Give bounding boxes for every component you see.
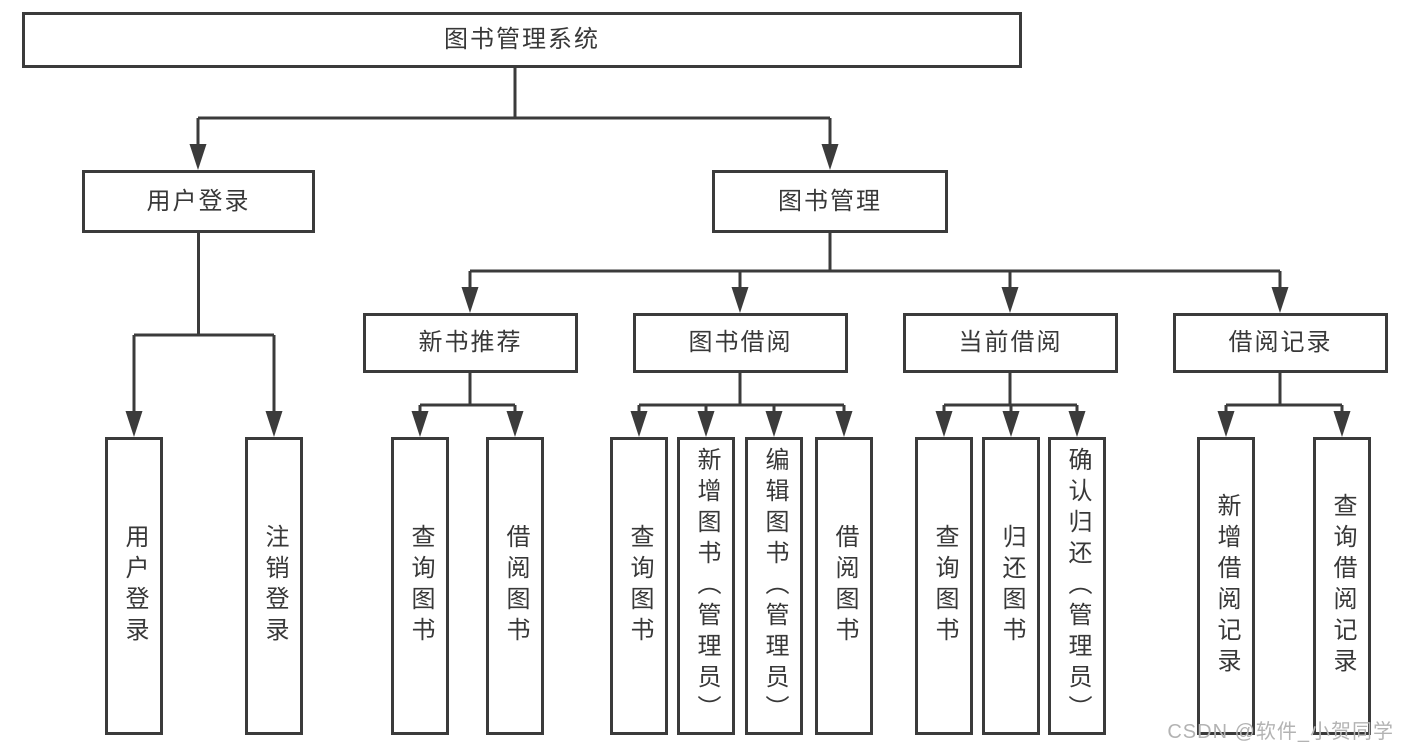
leaf-label: 新增图书（管理员） xyxy=(693,446,720,726)
node-book-management: 图书管理 xyxy=(712,170,948,233)
arrowhead xyxy=(821,144,839,170)
node-current-borrowing: 当前借阅 xyxy=(903,313,1118,373)
connector-user-login-to-children xyxy=(132,233,276,413)
node-new-book-recommendation: 新书推荐 xyxy=(363,313,578,373)
leaf-bb-query-books: 查询图书 xyxy=(610,437,668,735)
arrowhead xyxy=(935,411,953,437)
leaf-label: 新增借阅记录 xyxy=(1213,493,1240,679)
leaf-label: 注销登录 xyxy=(261,524,288,648)
arrowhead xyxy=(1271,287,1289,313)
node-borrowing-records: 借阅记录 xyxy=(1173,313,1388,373)
arrowhead xyxy=(506,411,524,437)
leaf-label: 用户登录 xyxy=(121,524,148,648)
arrowhead xyxy=(265,411,283,437)
leaf-nbr-query-books: 查询图书 xyxy=(391,437,449,735)
connector-borrow-records-to-children xyxy=(1224,373,1344,413)
leaf-logout: 注销登录 xyxy=(245,437,303,735)
leaf-label: 查询图书 xyxy=(407,524,434,648)
connector-book-borrow-to-children xyxy=(637,373,846,413)
arrowhead xyxy=(697,411,715,437)
leaf-bb-add-books-admin: 新增图书（管理员） xyxy=(677,437,735,735)
leaf-cb-query-books: 查询图书 xyxy=(915,437,973,735)
arrowhead xyxy=(765,411,783,437)
leaf-label: 查询图书 xyxy=(931,524,958,648)
leaf-user-login: 用户登录 xyxy=(105,437,163,735)
arrowhead xyxy=(1333,411,1351,437)
arrowhead xyxy=(1068,411,1086,437)
leaf-br-query-record: 查询借阅记录 xyxy=(1313,437,1371,735)
arrowhead xyxy=(1001,287,1019,313)
leaf-label: 确认归还（管理员） xyxy=(1064,446,1091,726)
leaf-cb-confirm-return-admin: 确认归还（管理员） xyxy=(1048,437,1106,735)
connector-current-borrow-to-children xyxy=(942,373,1079,413)
leaf-label: 借阅图书 xyxy=(502,524,529,648)
arrowhead xyxy=(630,411,648,437)
leaf-label: 归还图书 xyxy=(998,524,1025,648)
leaf-label: 借阅图书 xyxy=(831,524,858,648)
arrowheads xyxy=(125,144,1351,437)
arrowhead xyxy=(461,287,479,313)
arrowhead xyxy=(731,287,749,313)
arrowhead xyxy=(125,411,143,437)
leaf-br-add-record: 新增借阅记录 xyxy=(1197,437,1255,735)
arrowhead xyxy=(1002,411,1020,437)
leaf-cb-return-books: 归还图书 xyxy=(982,437,1040,735)
node-book-borrowing: 图书借阅 xyxy=(633,313,848,373)
leaf-nbr-borrow-books: 借阅图书 xyxy=(486,437,544,735)
arrowhead xyxy=(189,144,207,170)
arrowhead xyxy=(411,411,429,437)
connector-root-to-level2 xyxy=(196,68,832,146)
arrowhead xyxy=(1217,411,1235,437)
leaf-label: 查询借阅记录 xyxy=(1329,493,1356,679)
connector-new-book-to-children xyxy=(418,373,517,413)
leaf-bb-borrow-books: 借阅图书 xyxy=(815,437,873,735)
arrowhead xyxy=(835,411,853,437)
leaf-bb-edit-books-admin: 编辑图书（管理员） xyxy=(745,437,803,735)
leaf-label: 查询图书 xyxy=(626,524,653,648)
connector-book-management-to-children xyxy=(468,233,1282,289)
node-library-management-system: 图书管理系统 xyxy=(22,12,1022,68)
watermark: CSDN @软件_小贺同学 xyxy=(1167,721,1394,743)
node-user-login: 用户登录 xyxy=(82,170,315,233)
leaf-label: 编辑图书（管理员） xyxy=(761,446,788,726)
